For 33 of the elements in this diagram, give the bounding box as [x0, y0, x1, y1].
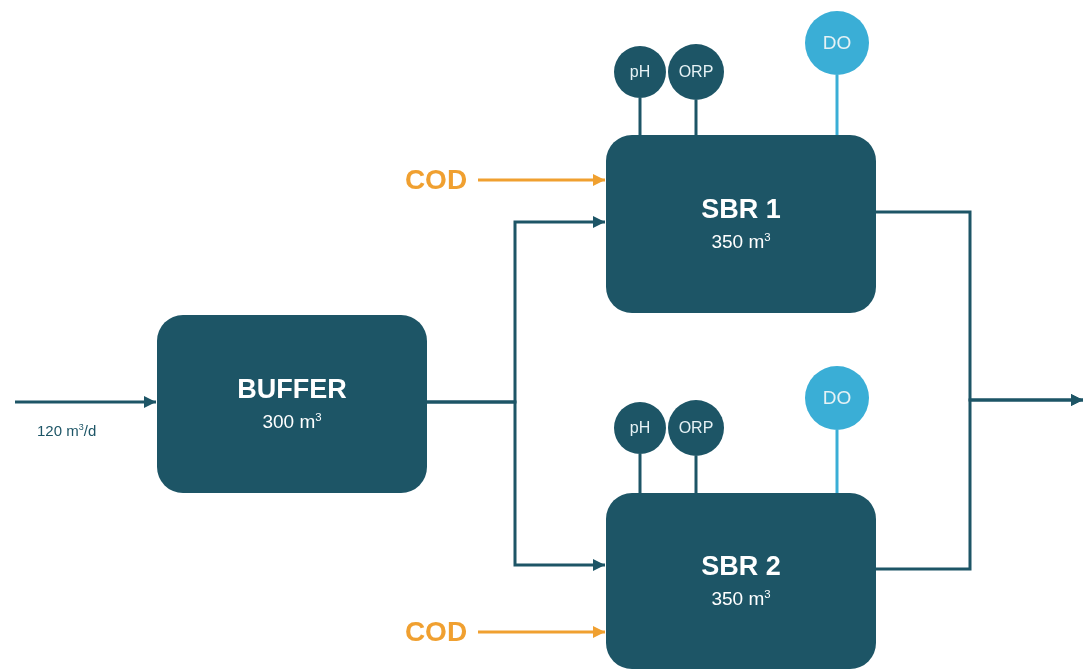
flow-arrow [478, 174, 605, 186]
sensor-label: pH [629, 63, 651, 81]
dosing-label: COD [404, 164, 468, 196]
sensor-label: ORP [678, 419, 714, 437]
tank-volume: 350 m$^{3}$ [711, 586, 771, 611]
sensor-circle [668, 400, 724, 456]
connector-line [835, 75, 839, 135]
tank-name: SBR 2 [701, 550, 781, 583]
connector-line [638, 454, 642, 493]
tank-box [606, 135, 876, 313]
sensor-label: pH [629, 419, 651, 437]
connector-line [638, 98, 642, 135]
tank-name: BUFFER [237, 373, 347, 406]
flow-arrow [15, 396, 156, 408]
sensor-label: DO [822, 387, 852, 409]
tank-box [606, 493, 876, 669]
flow-arrow [478, 626, 605, 638]
tank-name: SBR 1 [701, 193, 781, 226]
sensor-circle [614, 402, 666, 454]
sensor-circle [614, 46, 666, 98]
connector-line [694, 100, 698, 135]
tank-volume: 300 m$^{3}$ [262, 409, 322, 434]
sensor-label: DO [822, 32, 852, 54]
sensor-label: ORP [678, 63, 714, 81]
flow-arrow [876, 394, 1083, 571]
connector-line [694, 456, 698, 493]
edge-label: 120 m$^{3}$/d [37, 422, 97, 439]
tank-volume: 350 m$^{3}$ [711, 229, 771, 254]
tank-box [157, 315, 427, 493]
flow-arrow [427, 400, 605, 571]
dosing-label: COD [404, 616, 468, 648]
connector-line [835, 430, 839, 493]
sensor-circle [668, 44, 724, 100]
